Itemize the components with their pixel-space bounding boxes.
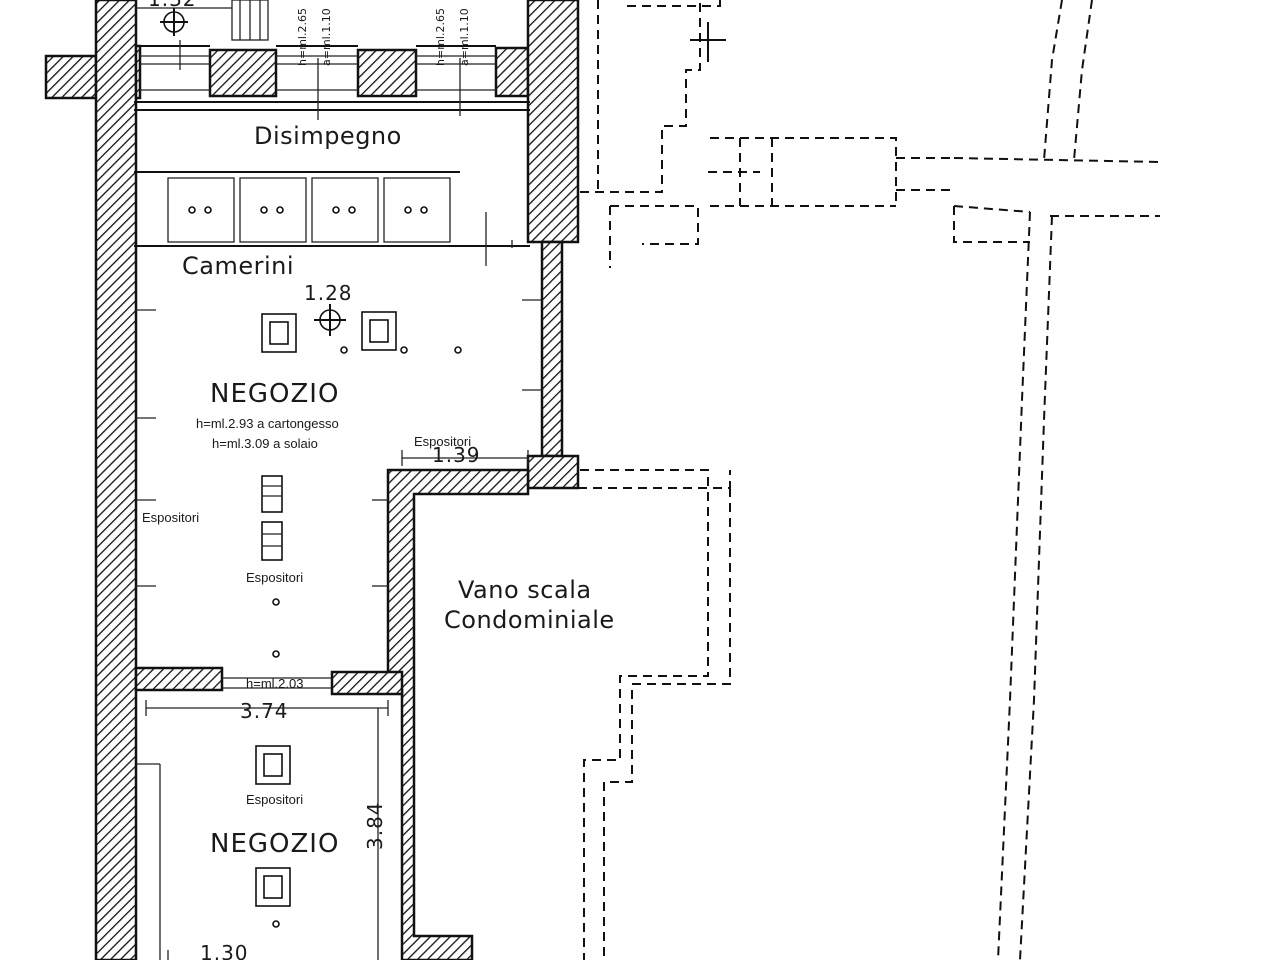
wall-top-right <box>526 0 580 244</box>
espositori-center-label: Espositori <box>246 570 303 585</box>
armchair-icon <box>255 745 291 785</box>
labels: 1.32 h=ml.2.65 a=ml.1.10 h=ml.2.65 a=ml.… <box>142 0 615 960</box>
wall-partition-left <box>134 666 224 692</box>
fixtures <box>160 8 726 928</box>
wall-right-thin <box>540 240 564 458</box>
wall-left <box>94 0 138 960</box>
window-1-sill: a=ml.1.10 <box>320 8 333 66</box>
wall-pillar-1 <box>208 48 278 98</box>
room-label-disimpegno: Disimpegno <box>254 122 402 150</box>
seat-icons <box>188 206 428 214</box>
window-2-height: h=ml.2.65 <box>434 8 447 66</box>
espositori-left-label: Espositori <box>142 510 199 525</box>
dim-374-label: 3.74 <box>240 699 289 723</box>
room-label-negozio-lower: NEGOZIO <box>210 829 339 859</box>
wall-pillar-3 <box>494 46 530 98</box>
room-label-negozio-main: NEGOZIO <box>210 379 339 409</box>
ceiling-note-1: h=ml.2.93 a cartongesso <box>196 416 339 431</box>
armchair-icon <box>361 311 397 351</box>
wall-staircase <box>386 468 530 960</box>
espositori-lower-label: Espositori <box>246 792 303 807</box>
top-marker-label: 1.32 <box>148 0 197 11</box>
wall-top-left <box>134 44 142 100</box>
interior-lines <box>134 0 542 960</box>
level-marker-icon <box>160 8 188 36</box>
door-height-label: h=ml.2.03 <box>246 676 303 691</box>
wall-partition-right <box>330 670 404 696</box>
wall-pillar-2 <box>356 48 418 98</box>
room-label-condominiale: Condominiale <box>444 606 615 634</box>
level-marker-label: 1.28 <box>304 281 353 305</box>
dashed-outlines <box>578 0 1161 960</box>
window-1-height: h=ml.2.65 <box>296 8 309 66</box>
wall-right-junction <box>526 454 580 490</box>
crosshair-icon <box>690 22 726 62</box>
armchair-icon <box>255 867 291 907</box>
level-marker-icon <box>314 304 346 336</box>
dim-139-label: 1.39 <box>432 443 481 467</box>
wall-top-left-stub <box>44 54 98 100</box>
walls <box>44 0 580 960</box>
room-label-vano-scala: Vano scala <box>458 576 592 604</box>
display-rack-icon <box>261 475 283 561</box>
armchair-icon <box>261 313 297 353</box>
window-2-sill: a=ml.1.10 <box>458 8 471 66</box>
room-label-camerini: Camerini <box>182 252 294 280</box>
ceiling-note-2: h=ml.3.09 a solaio <box>212 436 318 451</box>
dim-130-label: 1.30 <box>200 941 249 960</box>
dim-384-label: 3.84 <box>363 801 387 850</box>
espositori-door-label: Espositori <box>414 434 471 449</box>
